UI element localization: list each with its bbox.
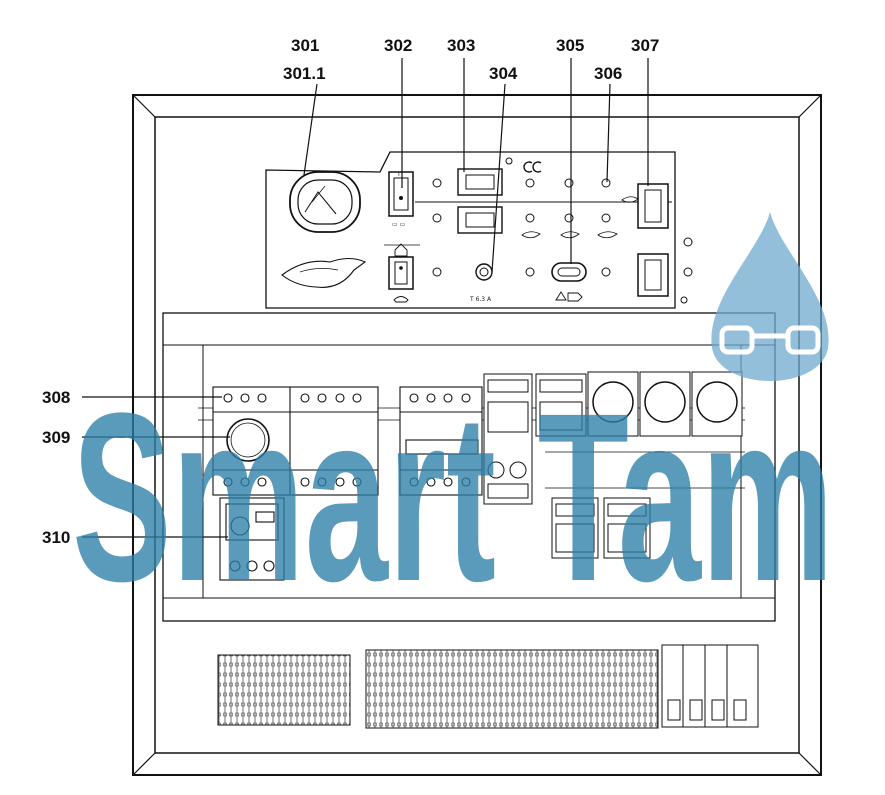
contactor-group-left	[212, 386, 379, 496]
watermark-text: Smart Tam	[72, 363, 834, 631]
indicator-lamp	[432, 267, 442, 277]
terminal-rail	[217, 644, 759, 729]
warning-icon	[555, 291, 583, 302]
callout-304: 304	[489, 64, 518, 83]
indicator-lamp	[525, 178, 535, 188]
motor-protection-dial[interactable]	[226, 418, 270, 462]
flame-icon	[621, 196, 639, 203]
flame-icons	[521, 196, 639, 239]
right-switch-upper[interactable]	[637, 183, 669, 229]
callout-310: 310	[42, 528, 70, 547]
indicator-lamp	[601, 178, 611, 188]
callout-309: 309	[42, 428, 70, 447]
callout-308: 308	[42, 388, 70, 407]
overload-relay	[219, 497, 285, 581]
callout-305: 305	[556, 36, 584, 55]
indicator-lamp	[601, 213, 611, 223]
indicator-lamp	[683, 267, 693, 277]
main-switch-caption-mark: ▭ ▭	[392, 221, 405, 228]
watermark: Smart Tam	[72, 212, 834, 631]
rocker-switch-upper[interactable]	[457, 168, 503, 196]
secondary-switch[interactable]	[388, 256, 414, 290]
timer-relays	[587, 371, 743, 437]
gauge-window	[289, 171, 361, 233]
callout-302: 302	[384, 36, 412, 55]
indicator-lamp	[564, 178, 574, 188]
indicator-lamp	[564, 213, 574, 223]
indicator-lamp	[683, 237, 693, 247]
burner-symbol	[281, 257, 367, 288]
callout-301-1: 301.1	[283, 64, 326, 83]
right-switch-lower[interactable]	[637, 253, 669, 297]
callout-306: 306	[594, 64, 622, 83]
leader-lines	[82, 58, 649, 538]
water-drop-logo	[711, 212, 829, 381]
flame-icon	[560, 231, 580, 239]
callout-307: 307	[631, 36, 659, 55]
relay-module-1	[483, 373, 533, 505]
indicator-lamp	[432, 213, 442, 223]
cc-symbol	[523, 161, 542, 173]
relay-module-2	[535, 373, 587, 437]
flame-icon	[521, 231, 541, 239]
indicator-lamp	[505, 157, 513, 165]
indicator-lamps	[432, 157, 693, 304]
main-switch-mark-on: I	[398, 171, 400, 178]
indicator-lamp	[432, 178, 442, 188]
indicator-lamp	[525, 267, 535, 277]
main-switch[interactable]: I	[388, 171, 414, 217]
fuse-holder[interactable]	[475, 263, 493, 281]
telephone-icon	[393, 296, 409, 303]
house-icon	[394, 243, 408, 257]
indicator-lamp	[680, 296, 688, 304]
indicator-lamp	[525, 213, 535, 223]
fuse-rating: T 6.3 A	[469, 296, 492, 303]
reset-button[interactable]	[551, 262, 587, 282]
callout-303: 303	[447, 36, 475, 55]
auxiliary-relays	[551, 497, 651, 559]
cabinet-frame	[132, 94, 822, 776]
callout-301: 301	[291, 36, 319, 55]
indicator-lamp	[601, 267, 611, 277]
contactor-group-middle	[399, 386, 483, 496]
flame-icon	[597, 231, 618, 239]
